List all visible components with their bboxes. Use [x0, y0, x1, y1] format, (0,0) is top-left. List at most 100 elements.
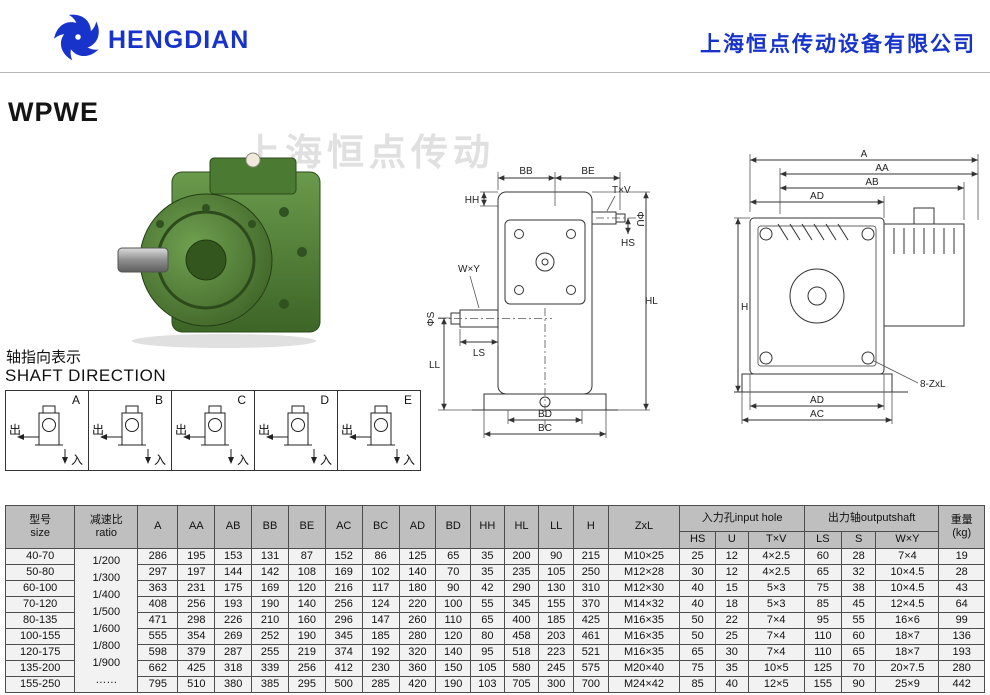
cell-value: 18 [715, 596, 749, 613]
cell-value: 354 [177, 628, 216, 645]
cell-value: 256 [324, 596, 363, 613]
cell-value: 169 [324, 564, 363, 581]
cell-value: 130 [538, 580, 575, 597]
cell-value: 280 [398, 628, 437, 645]
cell-value: 16×6 [875, 612, 940, 629]
col-header-ll: LL [538, 505, 575, 549]
cell-value: 105 [470, 660, 505, 677]
cell-value: 555 [137, 628, 179, 645]
cell-value: M12×28 [607, 564, 681, 581]
cell-value: 220 [398, 596, 437, 613]
cell-value: 193 [938, 644, 985, 661]
cell-value: 223 [538, 644, 575, 661]
dim-label-ll: LL [429, 360, 441, 371]
cell-value: 124 [361, 596, 400, 613]
cell-value: M16×35 [607, 612, 681, 629]
cell-value: 136 [938, 628, 985, 645]
cell-value: 4×2.5 [747, 548, 805, 565]
cell-value: 120 [435, 628, 472, 645]
cell-value: 160 [287, 612, 326, 629]
cell-value: M20×40 [607, 660, 681, 677]
side-view-drawing: A AA AB AD H AD AC 8-ZxL [734, 149, 979, 424]
shaft-in-label: 入 [402, 453, 415, 467]
cell-value: 35 [715, 660, 749, 677]
col-header-output-shaft: 出力轴outputshaft [803, 505, 940, 532]
col-subheader-hs: HS [679, 531, 717, 549]
shaft-out-label: 出 [341, 423, 354, 437]
cell-value: 90 [435, 580, 472, 597]
cell-value: 55 [470, 596, 505, 613]
cell-value: 297 [137, 564, 179, 581]
col-header-aa: AA [177, 505, 216, 549]
cell-value: 256 [177, 596, 216, 613]
front-view-drawing: BB BE T×V ΦU HH HS W×Y HL LL LS ΦS BD BC [426, 166, 658, 438]
cell-value: 43 [938, 580, 985, 597]
cell-value: 155 [538, 596, 575, 613]
cell-value: 60 [803, 548, 842, 565]
col-header-hl: HL [503, 505, 540, 549]
dim-label-ac: AC [810, 409, 824, 420]
col-header-a: A [137, 505, 179, 549]
company-name: 上海恒点传动设备有限公司 [700, 33, 976, 56]
cell-value: 7×4 [875, 548, 940, 565]
cell-value: 374 [324, 644, 363, 661]
shaft-variant-letter: C [237, 393, 246, 407]
cell-value: 260 [398, 612, 437, 629]
cell-value: 310 [573, 580, 609, 597]
cell-value: 500 [324, 676, 363, 693]
cell-value: 28 [938, 564, 985, 581]
cell-value: 12 [715, 548, 749, 565]
cell-value: 379 [177, 644, 216, 661]
cell-value: 95 [803, 612, 842, 629]
shaft-variant-cell-c: C 出 入 [172, 391, 255, 470]
cell-value: 125 [803, 660, 842, 677]
cell-value: 10×4.5 [875, 580, 940, 597]
cell-value: 30 [679, 564, 717, 581]
cell-value: 226 [214, 612, 253, 629]
cell-value: 286 [137, 548, 179, 565]
cell-value: 5×3 [747, 580, 805, 597]
cell-size: 120-175 [4, 644, 76, 661]
cell-value: 65 [803, 564, 842, 581]
dim-label-hh: HH [465, 195, 479, 206]
cell-value: 521 [573, 644, 609, 661]
cell-value: 175 [214, 580, 253, 597]
cell-value: 231 [177, 580, 216, 597]
dim-label-ad-bottom: AD [810, 395, 824, 406]
cell-value: 300 [538, 676, 575, 693]
cell-value: 510 [177, 676, 216, 693]
cell-value: 85 [679, 676, 717, 693]
cell-value: 190 [251, 596, 289, 613]
cell-value: 700 [573, 676, 609, 693]
cell-value: 280 [938, 660, 985, 677]
cell-size: 135-200 [4, 660, 76, 677]
cell-value: 35 [470, 548, 505, 565]
cell-value: 255 [251, 644, 289, 661]
cell-value: 425 [573, 612, 609, 629]
cell-value: 4×2.5 [747, 564, 805, 581]
col-header-bd: BD [435, 505, 472, 549]
dim-label-phi-u: ΦU [634, 211, 645, 226]
cell-value: 18×7 [875, 628, 940, 645]
cell-value: 230 [361, 660, 400, 677]
cell-value: 99 [938, 612, 985, 629]
shaft-direction-label-cn: 轴指向表示 [6, 349, 82, 366]
shaft-variant-cell-e: E 出 入 [338, 391, 420, 470]
cell-value: 142 [251, 564, 289, 581]
brand-name: HENGDIAN [108, 26, 250, 54]
cell-value: 85 [803, 596, 842, 613]
dim-label-a: A [861, 149, 868, 160]
cell-value: 75 [803, 580, 842, 597]
cell-size: 50-80 [4, 564, 76, 581]
cell-value: 110 [435, 612, 472, 629]
cell-value: 90 [538, 548, 575, 565]
shaft-in-label: 入 [319, 453, 332, 467]
dim-label-wxy: W×Y [458, 264, 480, 275]
shaft-variant-cell-a: A 出 入 [6, 391, 89, 470]
cell-size: 60-100 [4, 580, 76, 597]
